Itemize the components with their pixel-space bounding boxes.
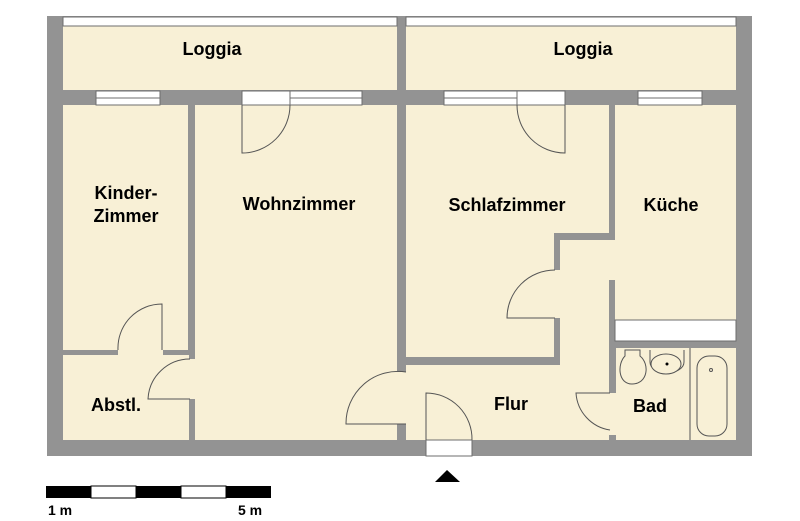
toilet-icon [619,349,647,385]
flur-connector-patch [560,240,609,270]
scale-segment-3 [136,486,181,498]
sink-drain [665,362,669,366]
loggia-left-floor [63,26,397,90]
schlafzimmer-notch-wall-top [554,233,614,240]
scale-bar: 1 m 5 m [46,485,271,518]
abstellraum-door-gap [188,359,196,399]
flur-floor [406,365,609,440]
scale-segment-2 [90,485,137,499]
kueche-opening [609,240,615,280]
kinderzimmer-floor [63,105,188,350]
loggia-right-railing [405,16,737,27]
door-wohnzimmer-flur [345,370,407,425]
wohnzimmer-floor [195,105,397,440]
scale-label-end: 5 m [238,502,262,518]
room-label-bad: Bad [633,396,667,416]
schlafzimmer-door-gap [554,270,560,318]
room-label-kinderzimmer-1: Kinder- [95,183,158,203]
bathtub-drain [709,368,713,372]
schlafzimmer-flur-wall [406,357,560,365]
room-label-wohnzimmer: Wohnzimmer [243,194,356,214]
bad-door-gap [609,393,616,435]
door-bad [575,392,611,431]
room-label-schlafzimmer: Schlafzimmer [448,195,565,215]
loggia-right-floor [406,26,736,90]
entrance-arrow-icon [435,470,460,482]
scale-segment-4 [180,485,227,499]
loggia-left-railing [62,16,398,27]
room-label-abstellraum: Abstl. [91,395,141,415]
entrance-opening [425,439,473,457]
room-label-kueche: Küche [643,195,698,215]
room-label-loggia-right: Loggia [554,39,614,59]
kinderzimmer-door-gap [118,348,163,356]
bathtub-icon [696,355,728,437]
abstellraum-floor [63,355,189,440]
scale-segment-5 [226,486,271,498]
door-entrance [425,392,473,441]
room-label-kinderzimmer-2: Zimmer [93,206,158,226]
room-label-loggia-left: Loggia [183,39,243,59]
door-abstellraum [147,358,191,400]
door-opening-schlafzimmer [516,90,566,106]
scale-segment-1 [46,486,91,498]
scale-label-start: 1 m [48,502,72,518]
door-opening-wohnzimmer [241,90,291,106]
door-schlafzimmer-flur [506,269,556,319]
room-label-flur: Flur [494,394,528,414]
door-kinderzimmer [117,303,163,351]
door-schlafzimmer-loggia [516,104,566,154]
kueche-counter [614,319,737,342]
kueche-floor [615,105,736,320]
wohnzimmer-flur-door-gap [397,372,406,424]
door-wohnzimmer-loggia [241,104,291,154]
